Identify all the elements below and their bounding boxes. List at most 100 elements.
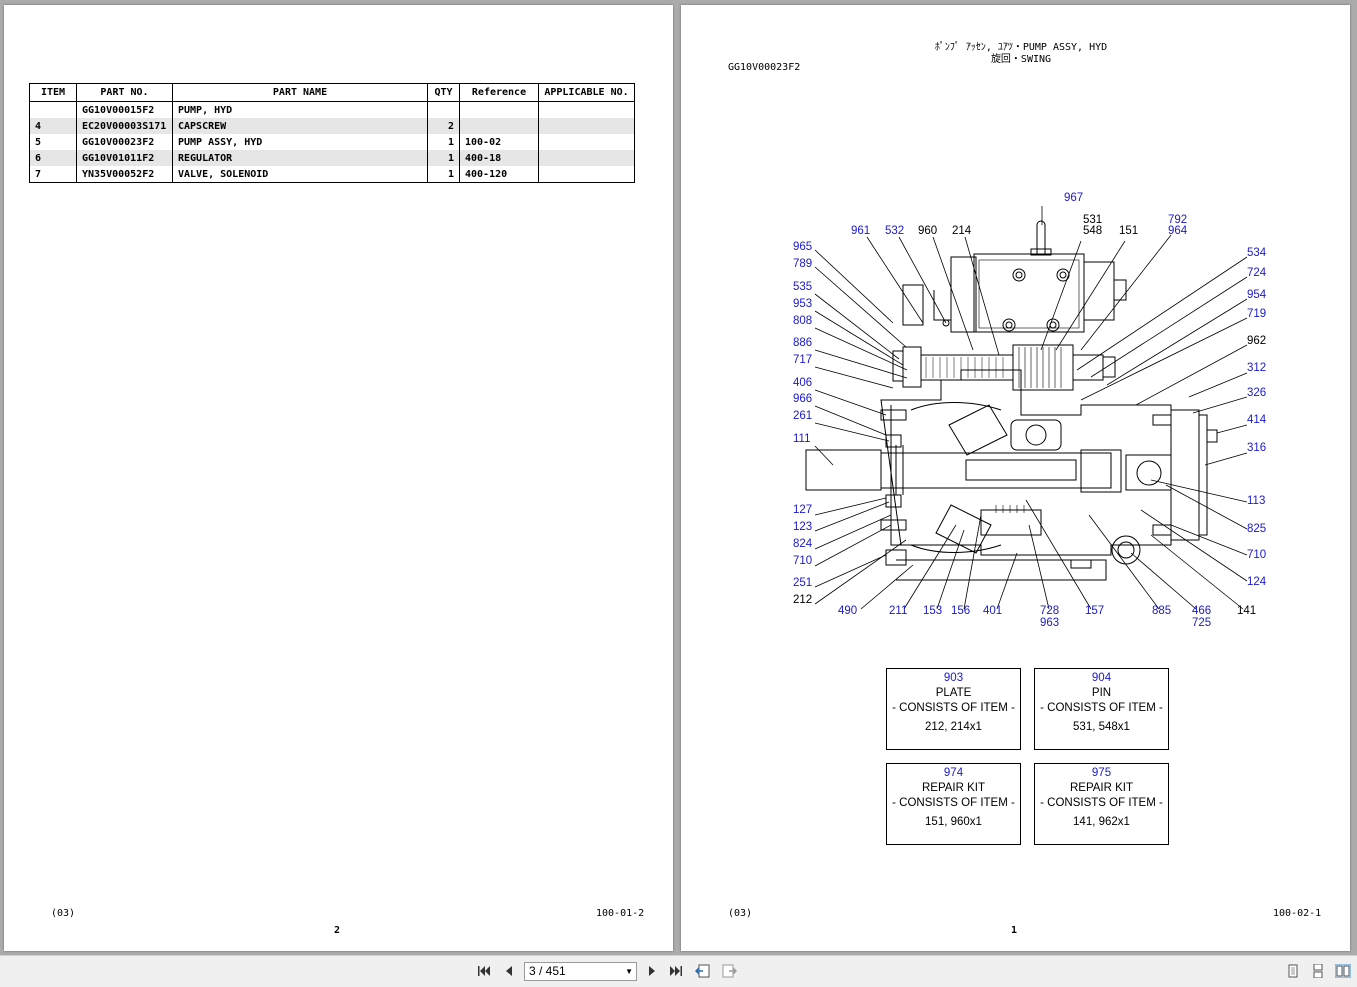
qty-cell: 1 xyxy=(427,150,460,166)
table-row: GG10V00015F2 PUMP, HYD xyxy=(29,101,635,118)
next-page-icon[interactable] xyxy=(645,964,659,978)
qty-cell: 1 xyxy=(427,166,460,183)
kit-number: 904 xyxy=(1091,672,1112,684)
callout-113: 113 xyxy=(1247,495,1265,507)
continuous-icon[interactable] xyxy=(1311,964,1325,978)
callout-825: 825 xyxy=(1247,523,1266,535)
single-page-icon[interactable] xyxy=(1286,964,1300,978)
viewer-toolbar: 3 / 451 ▼ xyxy=(0,955,1357,987)
callout-214: 214 xyxy=(952,225,972,237)
page-code: 100-01-2 xyxy=(596,908,645,919)
page-indicator: 3 / 451 xyxy=(529,964,566,978)
callout-824: 824 xyxy=(793,538,813,550)
callout-717: 717 xyxy=(793,354,812,366)
facing-icon[interactable] xyxy=(1335,964,1351,978)
kit-box-974: 974 REPAIR KIT - CONSISTS OF ITEM - 151,… xyxy=(886,763,1021,845)
callout-965: 965 xyxy=(793,241,812,253)
callout-532: 532 xyxy=(885,225,904,237)
leader-lines xyxy=(814,206,1248,610)
callout-490: 490 xyxy=(838,605,857,617)
last-page-icon[interactable] xyxy=(669,964,683,978)
callout-124: 124 xyxy=(1247,576,1267,588)
callout-885: 885 xyxy=(1152,605,1171,617)
callout-886: 886 xyxy=(793,337,812,349)
kit-items: 212, 214x1 xyxy=(925,721,982,733)
partno-cell: GG10V00023F2 xyxy=(76,134,173,150)
kit-name: PLATE xyxy=(935,687,972,699)
reference-cell: 400-120 xyxy=(459,166,539,183)
col-partname-header: PART NAME xyxy=(172,83,428,102)
callout-414: 414 xyxy=(1247,414,1267,426)
partname-cell: PUMP ASSY, HYD xyxy=(172,134,428,150)
item-cell xyxy=(29,101,77,118)
callout-156: 156 xyxy=(951,605,970,617)
callout-531: 531 xyxy=(1083,214,1102,226)
diagram-part-code: GG10V00023F2 xyxy=(728,62,801,73)
partno-cell: GG10V00015F2 xyxy=(76,101,173,118)
callout-127: 127 xyxy=(793,504,812,516)
kit-items: 141, 962x1 xyxy=(1073,816,1130,828)
page-code: 100-02-1 xyxy=(1273,908,1322,919)
prev-page-icon[interactable] xyxy=(502,964,516,978)
kit-number: 974 xyxy=(943,767,964,779)
col-applicable-header: APPLICABLE NO. xyxy=(538,83,635,102)
partno-cell: YN35V00052F2 xyxy=(76,166,173,183)
callout-141: 141 xyxy=(1237,605,1256,617)
callout-789: 789 xyxy=(793,258,812,270)
callout-961: 961 xyxy=(851,225,870,237)
diagram-title: ﾎﾟﾝﾌﾟ ｱｯｾﾝ, ﾕｱﾂ・PUMP ASSY, HYD xyxy=(934,42,1108,53)
callout-406: 406 xyxy=(793,377,812,389)
callout-954: 954 xyxy=(1247,289,1267,301)
callout-953: 953 xyxy=(793,298,812,310)
applicable-cell xyxy=(538,101,635,118)
callout-111: 111 xyxy=(793,433,810,445)
col-reference-header: Reference xyxy=(459,83,539,102)
page-number-select[interactable]: 3 / 451 ▼ xyxy=(524,962,637,981)
partno-cell: GG10V01011F2 xyxy=(76,150,173,166)
revision-label: (03) xyxy=(728,908,753,919)
partname-cell: PUMP, HYD xyxy=(172,101,428,118)
parts-table: ITEM PART NO. PART NAME QTY Reference AP… xyxy=(29,83,635,183)
table-row: 5 GG10V00023F2 PUMP ASSY, HYD 1 100-02 xyxy=(29,134,635,150)
partname-cell: CAPSCREW xyxy=(172,118,428,134)
kit-number: 975 xyxy=(1091,767,1112,779)
callout-725: 725 xyxy=(1192,617,1211,629)
page-number: 2 xyxy=(334,925,341,936)
kit-number: 903 xyxy=(943,672,964,684)
revision-label: (03) xyxy=(51,908,76,919)
col-partno-header: PART NO. xyxy=(76,83,173,102)
applicable-cell xyxy=(538,166,635,183)
reference-cell xyxy=(459,101,539,118)
kit-box-975: 975 REPAIR KIT - CONSISTS OF ITEM - 141,… xyxy=(1034,763,1169,845)
first-page-icon[interactable] xyxy=(477,964,491,978)
callout-535: 535 xyxy=(793,281,812,293)
qty-cell: 1 xyxy=(427,134,460,150)
callout-316: 316 xyxy=(1247,442,1266,454)
callout-719: 719 xyxy=(1247,308,1266,320)
callout-960: 960 xyxy=(918,225,937,237)
callout-710-right: 710 xyxy=(1247,549,1266,561)
callout-123: 123 xyxy=(793,521,812,533)
col-item-header: ITEM xyxy=(29,83,77,102)
item-cell: 6 xyxy=(29,150,77,166)
callout-157: 157 xyxy=(1085,605,1104,617)
previous-view-icon[interactable] xyxy=(695,964,711,978)
qty-cell xyxy=(427,101,460,118)
callout-401: 401 xyxy=(983,605,1002,617)
page-number: 1 xyxy=(1011,925,1018,936)
item-cell: 5 xyxy=(29,134,77,150)
callout-548: 548 xyxy=(1083,225,1102,237)
table-row: 7 YN35V00052F2 VALVE, SOLENOID 1 400-120 xyxy=(29,166,635,183)
callout-964: 964 xyxy=(1168,225,1188,237)
left-page: ITEM PART NO. PART NAME QTY Reference AP… xyxy=(4,5,673,951)
next-view-icon[interactable] xyxy=(721,964,737,978)
kit-name: REPAIR KIT xyxy=(921,782,986,794)
callout-966: 966 xyxy=(793,393,812,405)
partname-cell: REGULATOR xyxy=(172,150,428,166)
callout-724: 724 xyxy=(1247,267,1267,279)
qty-cell: 2 xyxy=(427,118,460,134)
table-row: 6 GG10V01011F2 REGULATOR 1 400-18 xyxy=(29,150,635,166)
callout-967: 967 xyxy=(1064,192,1083,204)
kit-consists-label: - CONSISTS OF ITEM - xyxy=(1040,797,1163,809)
kit-consists-label: - CONSISTS OF ITEM - xyxy=(1040,702,1163,714)
